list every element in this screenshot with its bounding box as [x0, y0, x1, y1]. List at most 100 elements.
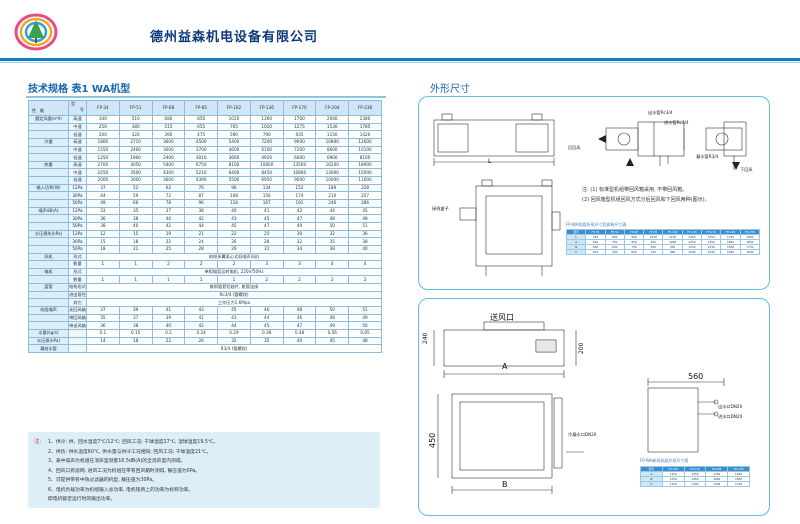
spec-value-cell: 2040	[315, 115, 350, 124]
spec-value-cell: 2	[217, 260, 251, 269]
spec-value-cell: 3010	[184, 153, 219, 162]
label-A: A	[502, 362, 508, 371]
spec-value-cell: 850	[184, 115, 219, 124]
spec-value-cell: 18	[118, 336, 153, 346]
spec-value-cell: 44	[184, 221, 219, 231]
model-header: FP-170	[282, 100, 317, 116]
spec-sub-label: 12Pa	[68, 183, 87, 193]
spec-value-cell: 87	[184, 191, 219, 201]
spec-value-cell: 6750	[184, 160, 219, 170]
dimension-frame-bottom	[418, 298, 770, 516]
spec-value-cell: 246	[315, 199, 350, 208]
spec-value-cell: 21	[184, 229, 219, 239]
spec-value-cell: 13500	[282, 160, 317, 170]
label-rear-return: 后回风	[568, 145, 581, 150]
spec-value-cell: 0.48	[282, 328, 317, 338]
spec-value-cell: 43	[184, 306, 219, 315]
spec-value-cell: 10100	[348, 145, 382, 155]
spec-value-cell: 1	[217, 275, 251, 285]
spec-value-cell: 46	[282, 313, 317, 323]
spec-value-cell: 49	[348, 313, 382, 323]
spec-value-cell: 9000	[282, 137, 317, 147]
spec-value-cell: 1	[118, 260, 153, 269]
spec-value-cell: 320	[118, 130, 153, 139]
spec-value-cell: 45	[249, 321, 284, 330]
notes-box: 注: 1、供冷: 供、回水温度7℃/12℃; 回风工况: 干球温度27℃, 湿球…	[28, 432, 380, 508]
spec-value-cell: 1785	[348, 122, 382, 132]
spec-value-cell: 47	[249, 221, 284, 231]
spec-value-cell: 38	[118, 214, 153, 223]
spec-group-label	[28, 275, 69, 285]
spec-value-cell: 14	[86, 336, 120, 346]
spec-value-cell: 50	[315, 306, 350, 315]
spec-sub-label: 12Pa	[68, 229, 87, 239]
spec-sub-label: 30Pa	[68, 237, 87, 246]
spec-group-label	[28, 122, 69, 132]
spec-value-cell: 21	[118, 244, 153, 254]
spec-value-cell: 26	[217, 237, 251, 246]
spec-value-cell: 935	[282, 130, 317, 139]
label-supply-port: 送风口	[490, 313, 514, 322]
mini-cell: 690	[623, 249, 645, 255]
spec-value-cell: 25	[249, 229, 284, 239]
right-note-1: 注: (1) 标准型机组带回风箱采用, 不带回风箱。	[582, 187, 688, 193]
model-header: FP-85	[184, 100, 219, 116]
top-drawing	[433, 113, 747, 276]
spec-value-cell: 3000	[151, 145, 186, 155]
spec-value-cell: 6000	[282, 153, 317, 162]
spec-value-cell: 37	[86, 306, 120, 315]
spec-span-cell: R3/4 (管螺纹)	[86, 344, 382, 353]
corner-top-label: 型	[71, 101, 76, 107]
corner-cell: 性 能	[28, 100, 69, 116]
spec-value-cell: 1	[118, 275, 153, 285]
spec-value-cell: 15000	[348, 168, 382, 178]
spec-group-label	[28, 176, 69, 185]
note-line: 6、电机负载功率为机组输入总功率, 电机铭牌上的功率为标称功率。	[48, 487, 194, 493]
label-dim-200: 200	[578, 342, 585, 354]
spec-value-cell: 1150	[315, 130, 350, 139]
spec-value-cell: 4920	[249, 153, 284, 162]
spec-value-cell: 24	[184, 237, 219, 246]
spec-value-cell: 45	[249, 214, 284, 223]
note-line: 1、供冷: 供、回水温度7℃/12℃; 回风工况: 干球温度27℃, 湿球温度1…	[48, 440, 219, 445]
corner-left-label: 性	[32, 108, 37, 113]
spec-value-cell: 45	[217, 306, 251, 315]
spec-value-cell: 3500	[118, 168, 153, 178]
spec-value-cell: 46	[249, 306, 284, 315]
spec-value-cell: 38	[118, 321, 153, 330]
spec-value-cell: 45	[315, 336, 350, 346]
spec-value-cell: 38	[315, 244, 350, 254]
spec-sub-label	[68, 336, 87, 346]
spec-value-cell: 2250	[86, 168, 120, 178]
mini-cell: 1490	[720, 249, 741, 255]
spec-title-rule	[26, 96, 386, 98]
mini-cell: C	[640, 481, 663, 487]
spec-value-cell: 510	[118, 115, 153, 124]
spec-value-cell: 2400	[118, 145, 153, 155]
spec-value-cell: 42	[184, 321, 219, 330]
spec-value-cell: 49	[86, 199, 120, 208]
spec-value-cell: 36	[86, 321, 120, 330]
spec-value-cell: 19	[151, 229, 186, 239]
spec-value-cell: 47	[282, 321, 317, 330]
spec-value-cell: 33	[86, 206, 120, 216]
spec-value-cell: 1420	[348, 130, 382, 139]
spec-sub-label: 中速	[68, 145, 87, 155]
spec-sub-label: 其它	[68, 298, 87, 307]
spec-value-cell: 1530	[315, 122, 350, 132]
model-header: FP-34	[86, 100, 120, 116]
spec-value-cell: 78	[151, 199, 186, 208]
spec-value-cell: 6950	[249, 176, 284, 185]
spec-value-cell: 2	[315, 275, 350, 285]
spec-value-cell: 48	[348, 336, 382, 346]
spec-value-cell: 40	[151, 214, 186, 223]
